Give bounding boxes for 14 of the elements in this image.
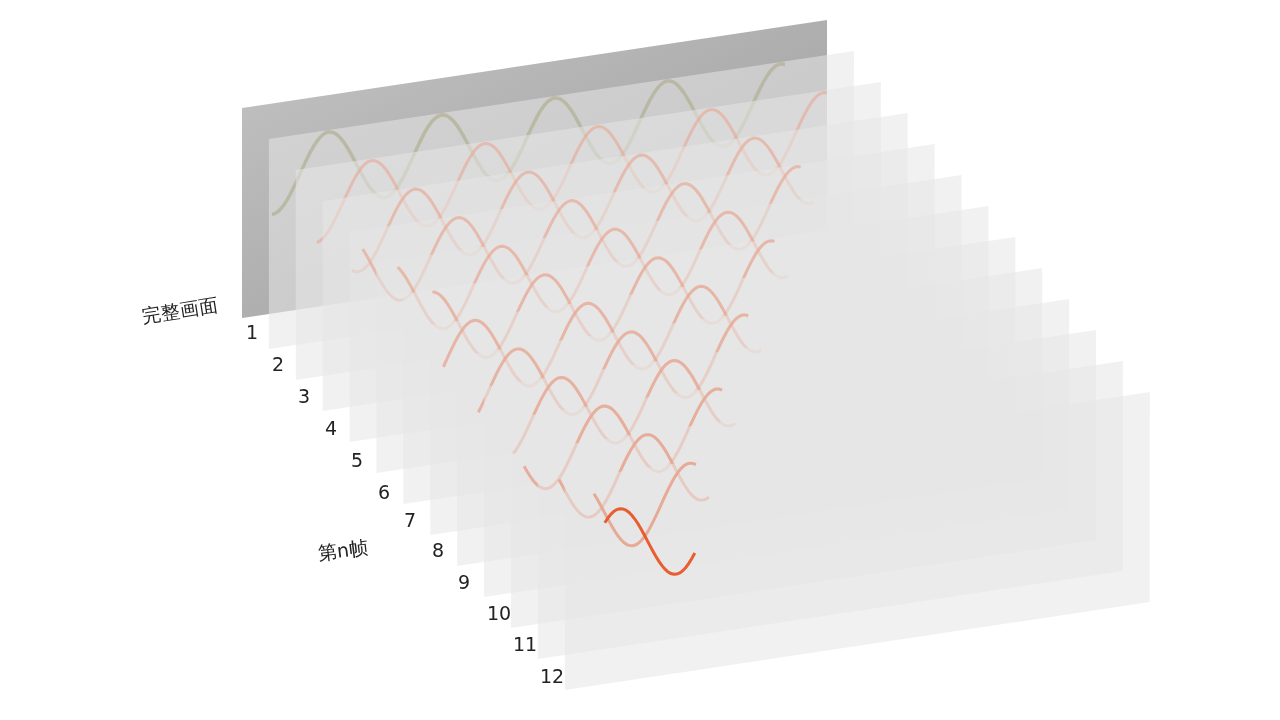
frame-number: 6: [378, 482, 391, 503]
frame-number: 5: [351, 450, 364, 471]
heading-label: 完整画面: [140, 294, 220, 327]
frame-number: 11: [513, 634, 538, 655]
frame-number: 10: [487, 603, 512, 624]
frame-number: 12: [540, 666, 565, 687]
axis-label: 第n帧: [316, 537, 370, 564]
frame-number: 7: [404, 510, 417, 531]
frame-number: 2: [272, 354, 285, 375]
frame-number: 8: [432, 540, 445, 561]
frame-number: 9: [458, 572, 471, 593]
frame-number: 1: [246, 322, 259, 343]
frame-number: 3: [298, 386, 311, 407]
frame-number: 4: [325, 418, 338, 439]
